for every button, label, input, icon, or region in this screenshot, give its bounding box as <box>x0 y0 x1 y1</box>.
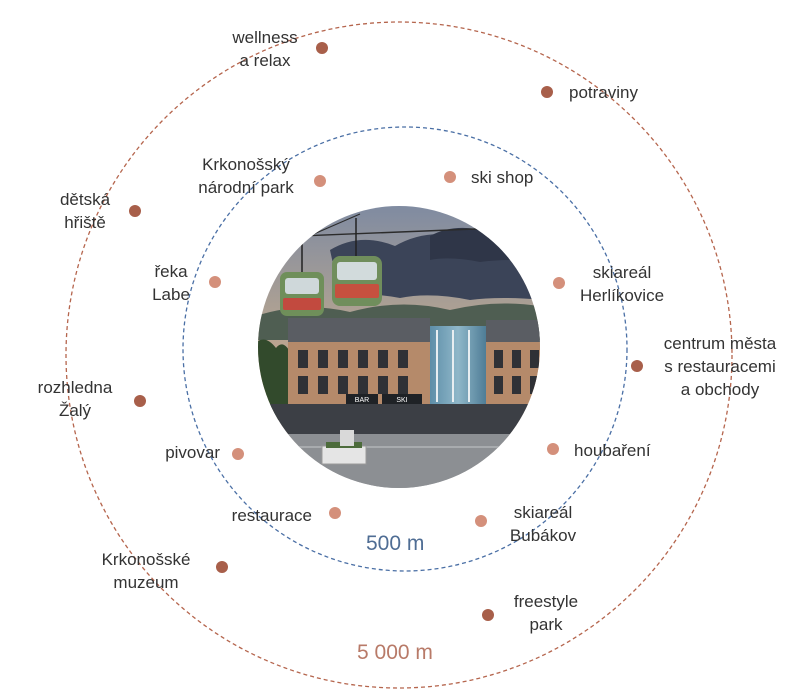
place-label-line: houbaření <box>574 441 651 460</box>
place-label-line: park <box>529 615 563 634</box>
marker-ski-shop <box>444 171 456 183</box>
marker-skiareal-herlikovice <box>553 277 565 289</box>
inner-distance-label: 500 m <box>366 532 425 555</box>
place-rozhledna-zaly: rozhledna Žalý <box>26 376 124 422</box>
marker-houbareni <box>547 443 559 455</box>
marker-restaurace <box>329 507 341 519</box>
marker-krkonosske-muzeum <box>216 561 228 573</box>
place-markers <box>129 42 643 621</box>
place-ski-shop: ski shop <box>471 166 533 189</box>
place-skiareal-bubakov: skiareál Bubákov <box>498 501 588 547</box>
marker-reka-labe <box>209 276 221 288</box>
place-houbareni: houbaření <box>574 439 651 462</box>
place-skiareal-herlikovice: skiareál Herlíkovice <box>572 261 672 307</box>
place-wellness-a-relax: wellness a relax <box>222 26 308 72</box>
outer-ring-5000m <box>65 21 733 689</box>
place-restaurace: restaurace <box>200 504 312 527</box>
sign-ski-text: SKI <box>396 397 407 404</box>
place-label-line: Krkonošský <box>202 155 290 174</box>
place-label-line: Žalý <box>58 401 92 420</box>
place-label-line: a obchody <box>680 380 760 399</box>
place-label-line: rozhledna <box>37 378 113 397</box>
place-label-line: freestyle <box>513 592 579 611</box>
marker-wellness-a-relax <box>316 42 328 54</box>
place-label-line: Labe <box>152 285 190 304</box>
place-label-line: a relax <box>239 51 291 70</box>
place-label-line: muzeum <box>113 573 179 592</box>
marker-centrum-mesta <box>631 360 643 372</box>
place-freestyle-park: freestyle park <box>500 590 592 636</box>
place-reka-labe: řeka Labe <box>142 260 200 306</box>
marker-detska-hriste <box>129 205 141 217</box>
sign-bar-text: BAR <box>355 397 369 404</box>
inner-ring-500m <box>182 126 628 572</box>
place-label-line: ski shop <box>471 168 534 187</box>
place-krkonossky-narodni-park: Krkonošský národní park <box>188 153 304 199</box>
center-hotel-photo: BAR SKI <box>258 206 540 488</box>
place-label-line: pivovar <box>165 443 220 462</box>
place-label-line: národní park <box>198 178 294 197</box>
place-label-line: wellness <box>232 28 298 47</box>
place-label-line: Herlíkovice <box>579 286 665 305</box>
place-label-line: s restauracemi <box>664 357 776 376</box>
place-label-line: skiareál <box>513 503 573 522</box>
place-label-line: Bubákov <box>509 526 577 545</box>
marker-skiareal-bubakov <box>475 515 487 527</box>
marker-rozhledna-zaly <box>134 395 146 407</box>
place-potraviny: potraviny <box>569 81 638 104</box>
place-detska-hriste: dětská hřiště <box>50 188 120 234</box>
place-krkonosske-muzeum: Krkonošské muzeum <box>90 548 202 594</box>
marker-pivovar <box>232 448 244 460</box>
place-label-line: hřiště <box>64 213 106 232</box>
place-pivovar: pivovar <box>140 441 220 464</box>
place-centrum-mesta: centrum města s restauracemi a obchody <box>650 332 790 401</box>
marker-potraviny <box>541 86 553 98</box>
place-label-line: řeka <box>154 262 188 281</box>
place-label-line: Krkonošské <box>101 550 191 569</box>
outer-distance-label: 5 000 m <box>357 641 433 664</box>
marker-krkonossky-narodni-park <box>314 175 326 187</box>
marker-freestyle-park <box>482 609 494 621</box>
place-label-line: centrum města <box>663 334 777 353</box>
place-label-line: restaurace <box>231 506 312 525</box>
place-label-line: dětská <box>59 190 111 209</box>
place-label-line: skiareál <box>592 263 652 282</box>
place-label-line: potraviny <box>569 83 638 102</box>
